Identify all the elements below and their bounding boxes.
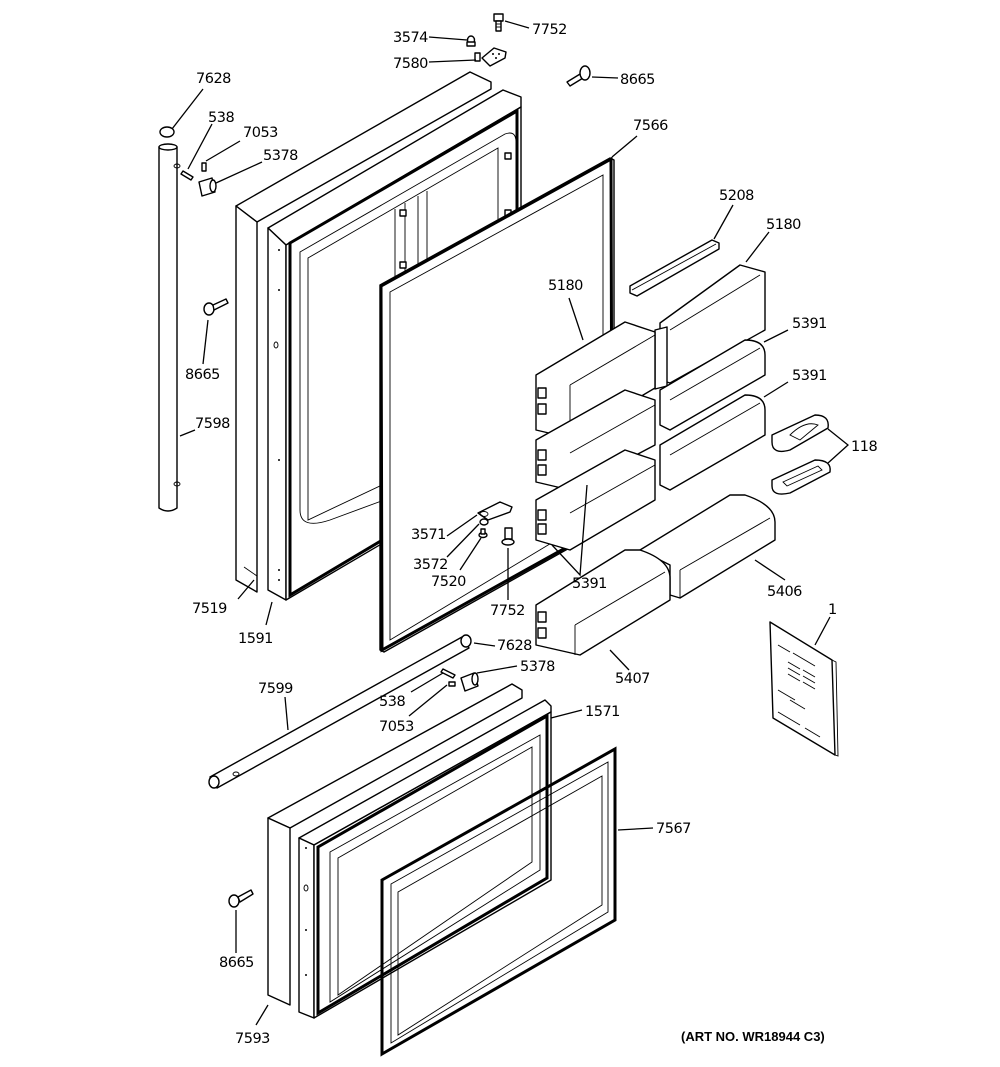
egg-tray[interactable]	[771, 414, 831, 495]
callout-3571[interactable]: 3571	[411, 527, 446, 543]
callout-5391-c[interactable]: 5391	[572, 576, 607, 592]
callout-7752-top[interactable]: 7752	[532, 22, 567, 38]
callout-7580[interactable]: 7580	[393, 56, 429, 72]
handle-screw-bottom[interactable]	[440, 668, 456, 679]
callout-7566[interactable]: 7566	[633, 118, 669, 134]
callout-8665-mid[interactable]: 8665	[185, 367, 220, 383]
callout-1591[interactable]: 1591	[238, 631, 273, 647]
screw-top-right[interactable]	[566, 65, 591, 87]
callout-7053-bot[interactable]: 7053	[379, 719, 415, 735]
callout-5378-top[interactable]: 5378	[263, 148, 299, 164]
screw-bottom[interactable]	[228, 889, 254, 908]
screw-left[interactable]	[203, 298, 229, 316]
door-bin-left-1[interactable]	[535, 389, 656, 491]
callout-3572[interactable]: 3572	[413, 557, 448, 573]
callout-118[interactable]: 118	[851, 439, 878, 455]
callout-5407[interactable]: 5407	[615, 671, 650, 687]
callout-7567[interactable]: 7567	[656, 821, 691, 837]
callout-7593[interactable]: 7593	[235, 1031, 271, 1047]
door-bin-bottom-right[interactable]	[639, 494, 776, 599]
callout-labels: 3574 7752 7580 8665 7628 538 7053 5378 7…	[185, 22, 878, 1047]
callout-7628-bot[interactable]: 7628	[497, 638, 533, 654]
callout-1571[interactable]: 1571	[585, 704, 620, 720]
callout-5406[interactable]: 5406	[767, 584, 803, 600]
freezer-door-gasket[interactable]	[380, 746, 617, 1057]
callout-8665-bot[interactable]: 8665	[219, 955, 254, 971]
handle-mount-top[interactable]	[198, 177, 217, 197]
hinge-bolt-center[interactable]	[501, 527, 515, 546]
art-number: (ART NO. WR18944 C3)	[681, 1029, 825, 1044]
callout-7628-top[interactable]: 7628	[196, 71, 232, 87]
top-hinge[interactable]	[474, 47, 507, 67]
callout-7599[interactable]: 7599	[258, 681, 294, 697]
callout-7053-top[interactable]: 7053	[243, 125, 279, 141]
freezer-handle[interactable]	[208, 636, 470, 789]
door-bin-bottom-left[interactable]	[535, 549, 671, 656]
fresh-food-handle[interactable]	[158, 143, 181, 512]
callout-5208[interactable]: 5208	[719, 188, 755, 204]
freezer-door[interactable]	[298, 699, 552, 1019]
callout-7598[interactable]: 7598	[195, 416, 231, 432]
handle-set-screw-bottom[interactable]	[448, 681, 456, 687]
callout-3574[interactable]: 3574	[393, 30, 429, 46]
handle-screw-top[interactable]	[180, 170, 194, 181]
hinge-pin-bushing[interactable]	[466, 35, 476, 47]
freezer-door-trim[interactable]	[267, 683, 523, 1006]
owners-manual[interactable]	[769, 621, 839, 757]
callout-1[interactable]: 1	[828, 602, 837, 618]
callout-5391-a[interactable]: 5391	[792, 316, 827, 332]
hinge-nut[interactable]	[479, 518, 489, 526]
callout-5378-bot[interactable]: 5378	[520, 659, 556, 675]
hinge-bolt-top[interactable]	[493, 13, 504, 32]
callout-5180-right[interactable]: 5180	[766, 217, 802, 233]
callout-7520[interactable]: 7520	[431, 574, 467, 590]
handle-mount-bottom[interactable]	[460, 672, 479, 692]
handle-set-screw-top[interactable]	[201, 162, 207, 172]
door-bin-left-2[interactable]	[535, 449, 656, 551]
callout-7752-mid[interactable]: 7752	[490, 603, 525, 619]
callout-8665-top[interactable]: 8665	[620, 72, 655, 88]
callout-5180-left[interactable]: 5180	[548, 278, 584, 294]
handle-end-cap-top[interactable]	[159, 126, 175, 138]
bin-trim[interactable]	[629, 239, 720, 297]
door-bin-middle-right[interactable]	[659, 394, 766, 491]
callout-538-top[interactable]: 538	[208, 110, 235, 126]
leader-lines	[171, 20, 850, 1026]
hinge-pin[interactable]	[478, 528, 488, 539]
callout-538-bot[interactable]: 538	[379, 694, 406, 710]
door-trim[interactable]	[235, 71, 492, 593]
handle-end-cap-bottom[interactable]	[460, 634, 472, 648]
door-bin-upper-right[interactable]	[659, 339, 766, 431]
callout-7519[interactable]: 7519	[192, 601, 228, 617]
callout-5391-b[interactable]: 5391	[792, 368, 827, 384]
